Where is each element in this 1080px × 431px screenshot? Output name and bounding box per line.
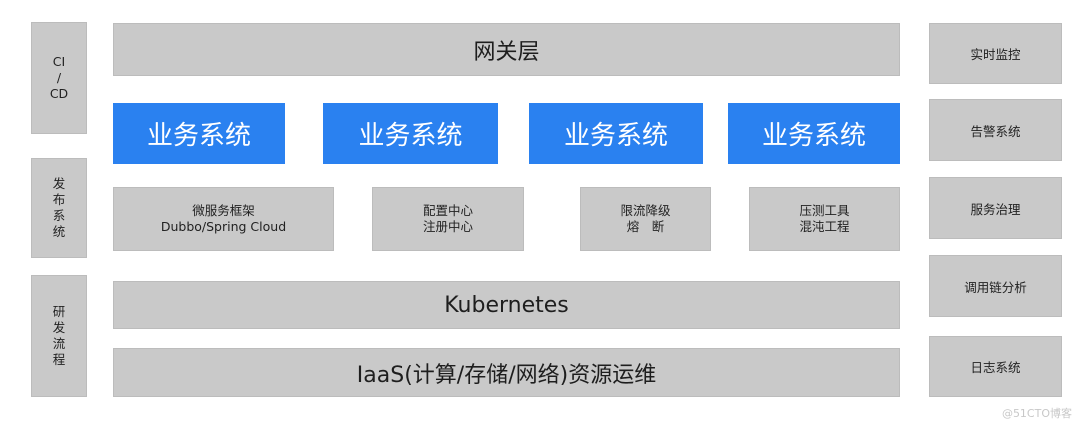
- left-box-dev-process: 研 发 流 程: [31, 275, 87, 397]
- right-box-alerting-system: 告警系统: [929, 99, 1062, 161]
- component-line: Dubbo/Spring Cloud: [160, 219, 287, 234]
- right-box-tracing-analysis: 调用链分析: [929, 255, 1062, 317]
- component-line: 压测工具: [799, 203, 850, 218]
- component-stress-chaos: 压测工具 混沌工程: [749, 187, 900, 251]
- left-box-line: 发: [52, 320, 66, 335]
- component-config-registry: 配置中心 注册中心: [372, 187, 524, 251]
- left-box-release-system: 发 布 系 统: [31, 158, 87, 258]
- business-system-1: 业务系统: [113, 103, 285, 164]
- component-microservice-framework: 微服务框架 Dubbo/Spring Cloud: [113, 187, 334, 251]
- left-box-line: 系: [52, 208, 66, 223]
- component-line: 限流降级: [620, 203, 671, 218]
- left-box-line: 流: [52, 336, 66, 351]
- left-box-line: /: [56, 70, 62, 85]
- left-box-line: CD: [49, 86, 69, 101]
- business-system-2: 业务系统: [323, 103, 498, 164]
- right-box-realtime-monitoring: 实时监控: [929, 23, 1062, 84]
- left-box-line: CI: [52, 54, 66, 69]
- left-box-line: 程: [52, 352, 66, 367]
- business-system-4: 业务系统: [728, 103, 900, 164]
- component-rate-limit-circuit-breaker: 限流降级 熔 断: [580, 187, 711, 251]
- business-system-3: 业务系统: [529, 103, 703, 164]
- component-line: 微服务框架: [192, 203, 255, 218]
- kubernetes-layer: Kubernetes: [113, 281, 900, 329]
- left-box-line: 研: [52, 304, 66, 319]
- right-box-service-governance: 服务治理: [929, 177, 1062, 239]
- component-line: 混沌工程: [799, 219, 850, 234]
- left-box-line: 统: [52, 224, 66, 239]
- component-line: 熔 断: [626, 219, 665, 234]
- component-line: 注册中心: [422, 219, 473, 234]
- gateway-layer: 网关层: [113, 23, 900, 76]
- iaas-layer: IaaS(计算/存储/网络)资源运维: [113, 348, 900, 397]
- right-box-logging-system: 日志系统: [929, 336, 1062, 397]
- watermark: @51CTO博客: [1001, 407, 1072, 420]
- left-box-line: 发: [52, 176, 66, 191]
- component-line: 配置中心: [422, 203, 473, 218]
- left-box-ci-cd: CI / CD: [31, 22, 87, 134]
- left-box-line: 布: [52, 192, 66, 207]
